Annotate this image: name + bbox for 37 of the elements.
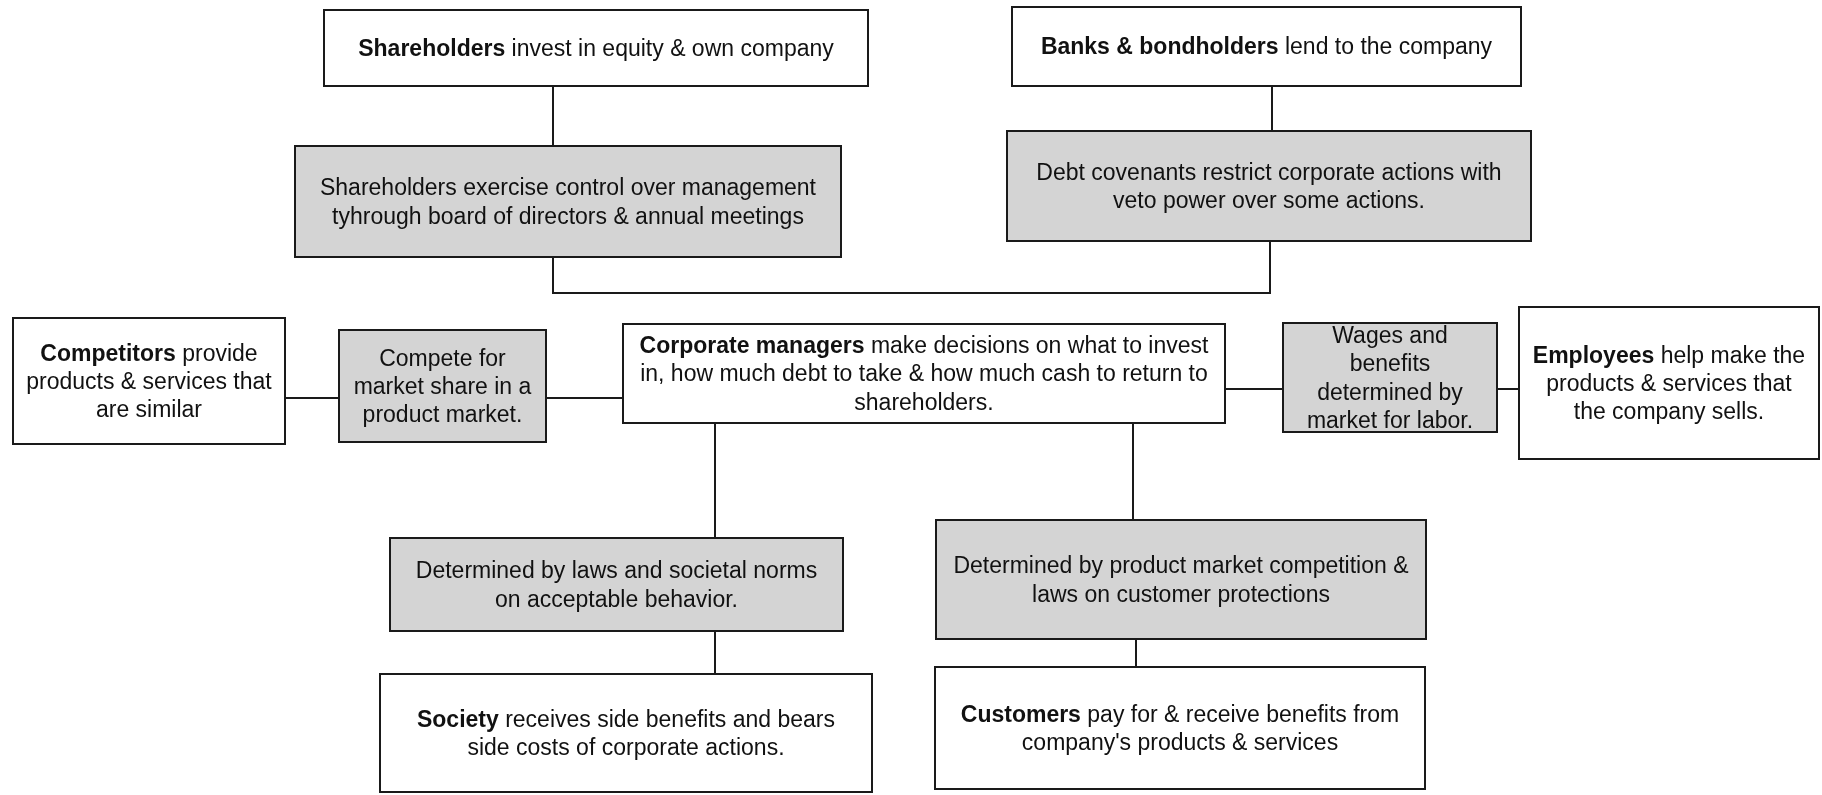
note-box (1282, 322, 1498, 433)
note-box (1006, 130, 1532, 242)
box-text: Debt covenants restrict corporate actions with veto power over some actions. (1035, 157, 1503, 215)
connector-line (552, 241, 1271, 294)
box-text: Society receives side benefits and bears side costs of corporate actions. (415, 704, 837, 762)
box-text: Determined by laws and societal norms on acceptable behavior. (414, 556, 819, 613)
connector-line (285, 397, 339, 399)
stakeholder-box (1011, 6, 1522, 87)
stakeholder-box (379, 673, 873, 793)
stakeholder-box (323, 9, 869, 87)
note-box (935, 519, 1427, 640)
note-box (294, 145, 842, 258)
stakeholder-box (934, 666, 1426, 790)
connector-line (714, 631, 716, 674)
box-text: Wages and benefits determined by market for labor. (1305, 321, 1475, 434)
box-text: Determined by product market competition & laws on customer protections (952, 551, 1410, 608)
box-text: Shareholders invest in equity & own company (358, 33, 834, 62)
box-text: Shareholders exercise control over management tyhrough board of directors & annual meetings (318, 173, 817, 230)
box-text: Banks & bondholders lend to the company (1040, 32, 1493, 61)
box-text: Compete for market share in a product market. (352, 343, 533, 429)
stakeholder-box (622, 323, 1226, 424)
connector-line (714, 423, 716, 538)
box-text: Corporate managers make decisions on what to invest in, how much debt to take & how much cash to return to shareholders. (638, 331, 1210, 416)
stakeholder-box (1518, 306, 1820, 460)
connector-line (546, 397, 623, 399)
connector-line (1497, 388, 1519, 390)
box-text: Customers pay for & receive benefits from company's products & services (959, 699, 1401, 757)
connector-line (552, 86, 554, 146)
box-text: Employees help make the products & services that the company sells. (1532, 340, 1806, 426)
connector-line (1135, 639, 1137, 667)
box-text: Competitors provide products & services that are similar (26, 338, 272, 424)
stakeholder-box (12, 317, 286, 445)
connector-line (1271, 86, 1273, 131)
connector-line (1132, 423, 1134, 520)
note-box (389, 537, 844, 632)
connector-line (1225, 388, 1283, 390)
note-box (338, 329, 547, 443)
